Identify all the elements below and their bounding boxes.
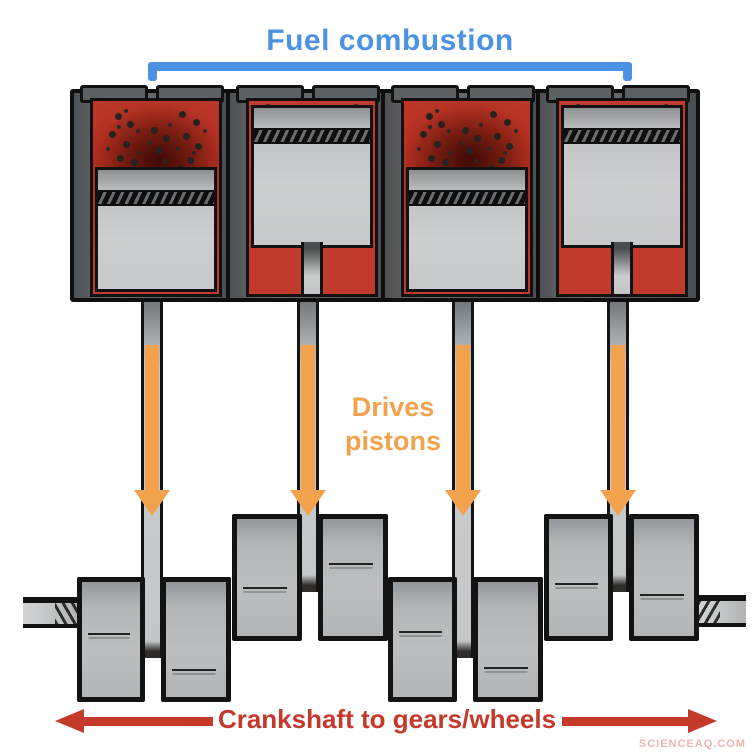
crank-web-6 xyxy=(473,577,543,702)
arrow-down-icon xyxy=(134,490,170,516)
piston-ring xyxy=(409,190,525,206)
combustion-bracket xyxy=(148,62,632,81)
crankshaft-arrow-right xyxy=(562,709,717,733)
drives-pistons-label: Drives pistons xyxy=(344,392,441,457)
crankshaft-left-shaft xyxy=(23,597,77,628)
watermark: SCIENCEAQ.COM xyxy=(638,738,746,750)
piston-crown xyxy=(409,170,525,190)
connecting-rod-upper xyxy=(611,242,633,294)
piston-body xyxy=(564,144,680,245)
fuel-combustion-label: Fuel combustion xyxy=(266,24,514,57)
cylinder-2 xyxy=(226,85,390,302)
arrow-down-icon xyxy=(290,490,326,516)
arrow-down-icon xyxy=(445,490,481,516)
combustion-chamber xyxy=(90,98,222,297)
crank-web-3 xyxy=(232,514,302,641)
piston-body xyxy=(254,144,370,245)
drive-arrow-1 xyxy=(134,345,170,516)
drive-arrow-2 xyxy=(290,345,326,516)
crankshaft-arrow-left xyxy=(55,709,213,733)
cylinder-1 xyxy=(70,85,234,302)
crank-web-8 xyxy=(629,514,699,641)
crankshaft-right-shaft xyxy=(698,595,746,627)
arrow-down-icon xyxy=(600,490,636,516)
combustion-chamber xyxy=(556,98,688,297)
piston xyxy=(95,167,217,292)
crank-web-5 xyxy=(388,577,457,702)
crank-web-1 xyxy=(77,577,145,702)
piston-ring xyxy=(564,128,680,144)
piston-crown xyxy=(564,108,680,128)
piston-ring xyxy=(254,128,370,144)
piston-body xyxy=(98,206,214,289)
piston-crown xyxy=(254,108,370,128)
connecting-rod-upper xyxy=(301,242,323,294)
cylinder-3 xyxy=(381,85,545,302)
crankshaft-label: Crankshaft to gears/wheels xyxy=(217,704,557,734)
combustion-chamber xyxy=(401,98,533,297)
combustion-chamber xyxy=(246,98,378,297)
crank-web-2 xyxy=(161,577,231,702)
crank-web-4 xyxy=(318,514,388,641)
crank-web-7 xyxy=(544,514,613,641)
piston xyxy=(406,167,528,292)
piston-crown xyxy=(98,170,214,190)
piston-ring xyxy=(98,190,214,206)
drive-arrow-4 xyxy=(600,345,636,516)
drive-arrow-3 xyxy=(445,345,481,516)
piston-body xyxy=(409,206,525,289)
piston xyxy=(561,105,683,248)
cylinder-4 xyxy=(536,85,700,302)
piston xyxy=(251,105,373,248)
